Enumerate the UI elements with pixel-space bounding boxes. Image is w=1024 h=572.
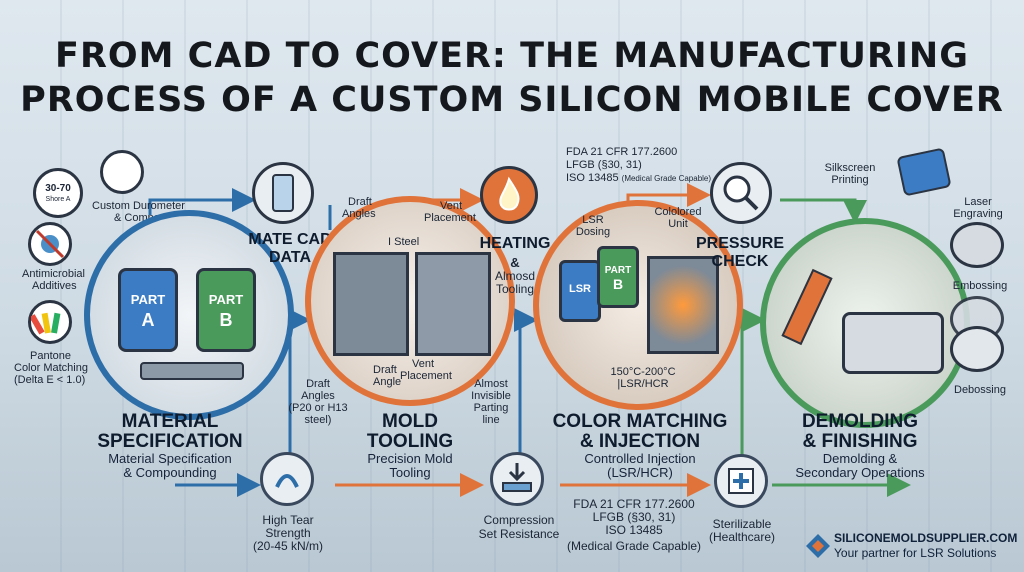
part-a-container: PART A (118, 268, 178, 352)
robot-arm (781, 269, 832, 345)
color-fan-icon (31, 303, 69, 341)
needle-icon (100, 150, 144, 194)
stretch-icon (263, 455, 311, 503)
laser-engraving-icon (950, 222, 1004, 268)
finished-cover (842, 312, 944, 374)
finishing-stage-circle (760, 218, 970, 428)
tear-strength-circle (260, 452, 314, 506)
compression-circle (490, 452, 544, 506)
medical-cross-icon (717, 457, 765, 505)
pressure-circle (710, 162, 772, 224)
sterile-circle (714, 454, 768, 508)
durometer-badge: 30-70 Shore A (33, 168, 83, 218)
brand-mark-icon (806, 534, 830, 558)
compliance-top-iso: ISO 13485 (Medical Grade Capable) (566, 172, 711, 185)
brand-logo[interactable]: SILICONEMOLDSUPPLIER.COM Your partner fo… (806, 528, 1018, 568)
mixer-icon (140, 362, 244, 380)
cad-data-circle (252, 162, 314, 224)
antimicrobial-icon (28, 222, 72, 266)
mold-half-left (333, 252, 409, 356)
pantone-swatch-icon (28, 300, 72, 344)
heating-circle (480, 166, 538, 224)
part-b-container: PART B (196, 268, 256, 352)
debossing-icon (950, 326, 1004, 372)
magnifier-icon (713, 165, 769, 221)
arrow-pressure-to-finish (780, 200, 855, 218)
lsr-tank: LSR (559, 260, 601, 322)
part-b-tank: PART B (597, 246, 639, 308)
bacteria-icon (31, 225, 69, 263)
heated-mold-unit (647, 256, 719, 354)
phone-icon (255, 165, 311, 221)
compress-arrow-icon (493, 455, 541, 503)
flame-icon (483, 169, 535, 221)
